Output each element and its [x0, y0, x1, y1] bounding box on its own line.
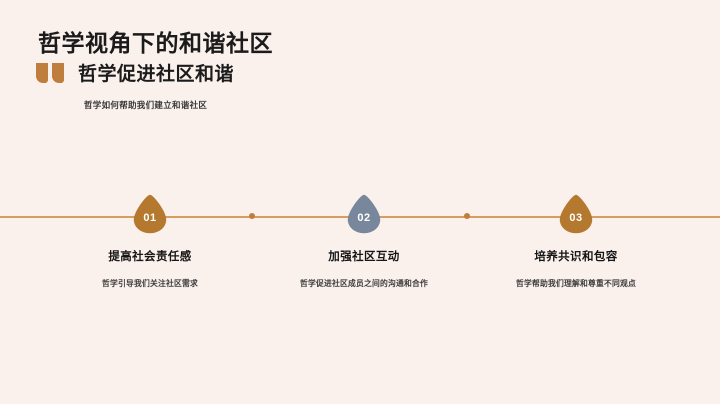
timeline-card-1: 提高社会责任感 哲学引导我们关注社区需求: [50, 248, 250, 291]
timeline-card-description-1: 哲学引导我们关注社区需求: [102, 279, 198, 288]
timeline-card-3: 培养共识和包容 哲学帮助我们理解和尊重不同观点: [476, 248, 676, 291]
timeline-marker-blob-1: [133, 194, 167, 234]
timeline-marker-number-3: 03: [569, 211, 583, 224]
timeline-marker-number-1: 01: [143, 211, 157, 224]
quote-heading-row: 哲学促进社区和谐: [34, 57, 234, 87]
quote-open-icon: [34, 57, 68, 87]
timeline-dot-1: [249, 213, 255, 219]
timeline-card-title-3: 培养共识和包容: [534, 251, 618, 263]
timeline-card-title-1: 提高社会责任感: [108, 251, 192, 263]
timeline-card-description-2: 哲学促进社区成员之间的沟通和合作: [300, 279, 428, 288]
page-title: 哲学视角下的和谐社区: [38, 30, 273, 56]
timeline-marker-blob-2: [347, 194, 381, 234]
timeline-marker-blob-3: [559, 194, 593, 234]
timeline-marker-number-2: 02: [357, 211, 371, 224]
quote-title: 哲学促进社区和谐: [78, 63, 235, 85]
timeline-dot-2: [464, 213, 470, 219]
timeline-card-description-3: 哲学帮助我们理解和尊重不同观点: [516, 279, 636, 288]
slide-subtitle: 哲学如何帮助我们建立和谐社区: [84, 100, 208, 110]
timeline-card-2: 加强社区互动 哲学促进社区成员之间的沟通和合作: [264, 248, 464, 291]
timeline-card-title-2: 加强社区互动: [328, 251, 400, 263]
